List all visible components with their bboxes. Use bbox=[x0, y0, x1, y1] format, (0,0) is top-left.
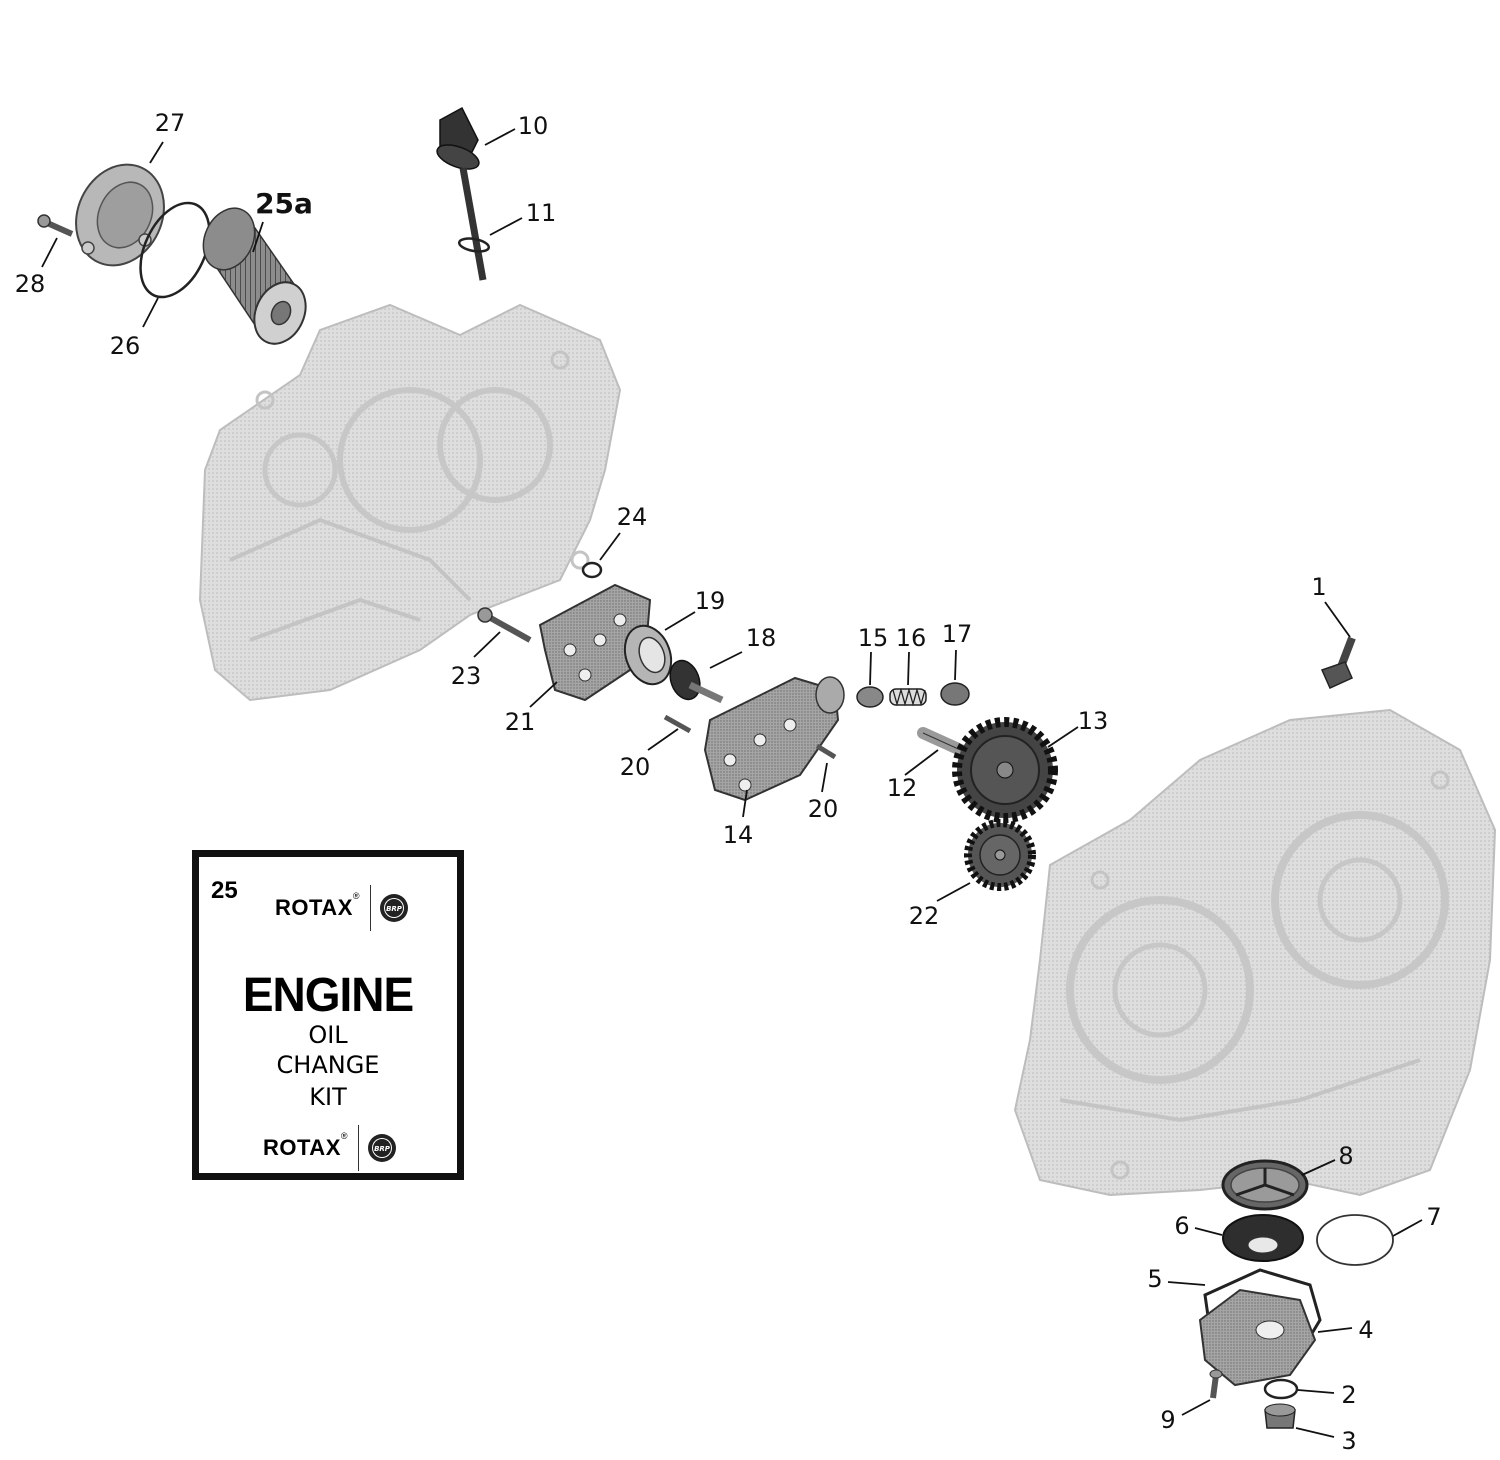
oil-pump-drive-gear bbox=[952, 717, 1058, 823]
oil-strainer bbox=[1221, 1159, 1309, 1211]
callout-4: 4 bbox=[1358, 1316, 1374, 1344]
callout-5: 5 bbox=[1147, 1265, 1163, 1293]
filter-cover-o-ring bbox=[139, 201, 211, 299]
dowel-pin-left bbox=[663, 714, 692, 734]
svg-text:BRP: BRP bbox=[386, 905, 403, 913]
callout-8: 8 bbox=[1338, 1142, 1354, 1170]
brand-separator bbox=[369, 885, 371, 931]
registered-mark: ® bbox=[352, 891, 360, 901]
kit-brand-top: ROTAX ® BRP bbox=[275, 885, 409, 931]
callout-20-right: 20 bbox=[807, 795, 839, 823]
oil-pan-cover bbox=[1198, 1288, 1317, 1387]
callout-27: 27 bbox=[154, 109, 186, 137]
callout-26: 26 bbox=[109, 332, 141, 360]
kit-line-kit: KIT bbox=[309, 1083, 347, 1111]
oil-filter bbox=[202, 207, 307, 345]
callout-17: 17 bbox=[941, 620, 973, 648]
filter-cover-screw bbox=[37, 214, 74, 237]
dipstick-cap bbox=[436, 106, 480, 170]
oil-pump-bolt bbox=[477, 607, 532, 643]
oil-pump-outer-rotor bbox=[623, 624, 673, 686]
callout-15: 15 bbox=[857, 624, 889, 652]
callout-11: 11 bbox=[525, 199, 557, 227]
kit-brand-bottom: ROTAX ® BRP bbox=[263, 1125, 397, 1171]
callout-25a: 25a bbox=[255, 187, 313, 220]
dowel-pin-right bbox=[815, 743, 837, 760]
callout-2: 2 bbox=[1341, 1381, 1357, 1409]
relief-valve-plug bbox=[940, 682, 970, 706]
oil-pump-cover bbox=[538, 583, 652, 702]
strainer-seal bbox=[1222, 1214, 1304, 1262]
oil-pressure-sensor bbox=[1320, 636, 1356, 689]
callout-10: 10 bbox=[517, 112, 549, 140]
kit-line-change: CHANGE bbox=[276, 1051, 380, 1079]
callout-12: 12 bbox=[886, 774, 918, 802]
left-crankcase-half bbox=[198, 303, 622, 702]
right-crankcase-half bbox=[1013, 708, 1497, 1197]
oil-pump-housing bbox=[703, 676, 845, 802]
callout-3: 3 bbox=[1341, 1427, 1357, 1455]
leader-lines bbox=[41, 128, 1423, 1438]
drain-plug bbox=[1264, 1403, 1296, 1429]
callout-13: 13 bbox=[1077, 707, 1109, 735]
brp-logo-icon: BRP bbox=[379, 894, 408, 922]
registered-mark-bottom: ® bbox=[340, 1131, 348, 1141]
rotax-logo-text: ROTAX bbox=[275, 895, 353, 920]
cover-large-o-ring bbox=[1316, 1214, 1394, 1266]
svg-text:BRP: BRP bbox=[374, 1145, 391, 1153]
callout-23: 23 bbox=[450, 662, 482, 690]
callout-22: 22 bbox=[908, 902, 940, 930]
cover-screw bbox=[1209, 1369, 1223, 1399]
callout-18: 18 bbox=[745, 624, 777, 652]
brp-logo-icon-bottom: BRP bbox=[367, 1134, 396, 1162]
callout-1: 1 bbox=[1311, 573, 1327, 601]
idler-gear bbox=[964, 819, 1036, 891]
callout-7: 7 bbox=[1426, 1203, 1442, 1231]
relief-valve-piston bbox=[856, 686, 884, 708]
callout-24: 24 bbox=[616, 503, 648, 531]
callout-20-left: 20 bbox=[619, 753, 651, 781]
brand-separator-bottom bbox=[357, 1125, 359, 1171]
kit-line-oil: OIL bbox=[308, 1021, 348, 1049]
dipstick-rod bbox=[459, 167, 487, 281]
idler-shaft-outline bbox=[922, 732, 966, 753]
rotax-logo-text-bottom: ROTAX bbox=[263, 1135, 341, 1160]
oil-change-kit-box: 25 ROTAX ® BRP ENGINE OIL CHANGE KIT ROT… bbox=[192, 850, 464, 1180]
dipstick-o-ring bbox=[457, 237, 491, 253]
callout-21: 21 bbox=[504, 708, 536, 736]
callout-19: 19 bbox=[694, 587, 726, 615]
callout-9: 9 bbox=[1160, 1406, 1176, 1434]
kit-part-number: 25 bbox=[211, 877, 238, 904]
relief-valve-spring bbox=[889, 687, 927, 707]
small-o-ring bbox=[581, 561, 603, 579]
kit-title: ENGINE bbox=[242, 966, 414, 1022]
oil-filter-cover bbox=[75, 163, 165, 267]
callout-14: 14 bbox=[722, 821, 754, 849]
callout-16: 16 bbox=[895, 624, 927, 652]
callout-28: 28 bbox=[14, 270, 46, 298]
drain-plug-washer bbox=[1263, 1378, 1299, 1400]
callout-6: 6 bbox=[1174, 1212, 1190, 1240]
oil-pump-inner-rotor bbox=[669, 659, 724, 704]
